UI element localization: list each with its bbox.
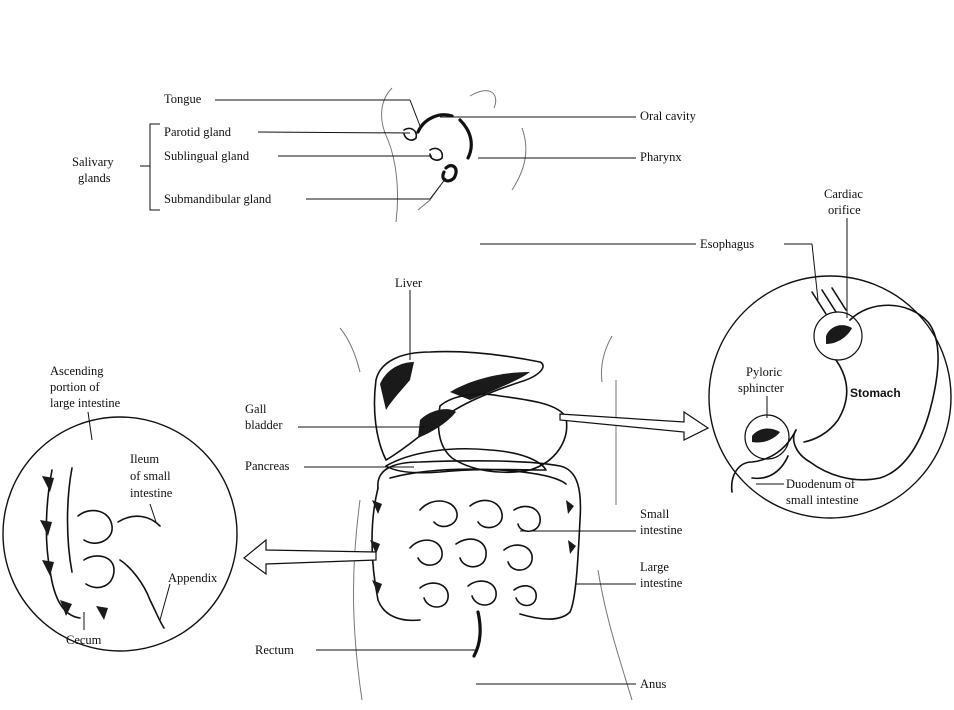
label-ascending-1: Ascending: [50, 364, 104, 378]
parotid-shape: [404, 128, 416, 140]
label-liver: Liver: [395, 276, 423, 290]
label-gall-1: Gall: [245, 402, 267, 416]
label-anus: Anus: [640, 677, 667, 691]
arrow-to-intestine-inset: [244, 540, 376, 574]
label-appendix: Appendix: [168, 571, 218, 585]
oral-cavity-shape: [460, 120, 471, 158]
large-intestine-torso: [370, 461, 580, 621]
label-cardiac-1: Cardiac: [824, 187, 863, 201]
label-ascending-2: portion of: [50, 380, 100, 394]
label-gall-2: bladder: [245, 418, 283, 432]
label-pyloric-2: sphincter: [738, 381, 785, 395]
small-intestine-torso: [410, 500, 540, 607]
label-small-intestine-1: Small: [640, 507, 670, 521]
label-ileum-2: of small: [130, 469, 171, 483]
label-parotid-gland: Parotid gland: [164, 125, 232, 139]
arrow-to-stomach-inset: [560, 412, 708, 440]
label-large-intestine-1: Large: [640, 560, 669, 574]
label-cecum: Cecum: [66, 633, 102, 647]
label-tongue: Tongue: [164, 92, 202, 106]
rectum-shape: [474, 612, 480, 656]
label-large-intestine-2: intestine: [640, 576, 683, 590]
label-duodenum-1: Duodenum of: [786, 477, 856, 491]
submandibular-shape: [443, 166, 456, 181]
head-illustration: [382, 88, 526, 222]
label-small-intestine-2: intestine: [640, 523, 683, 537]
label-pharynx: Pharynx: [640, 150, 682, 164]
liver: [374, 352, 543, 460]
intestine-inset: [3, 412, 237, 651]
label-ascending-3: large intestine: [50, 396, 121, 410]
label-stomach: Stomach: [850, 386, 901, 400]
label-submandibular-gland: Submandibular gland: [164, 192, 272, 206]
label-pyloric-1: Pyloric: [746, 365, 783, 379]
label-ileum-3: intestine: [130, 486, 173, 500]
label-oral-cavity: Oral cavity: [640, 109, 697, 123]
label-salivary-2: glands: [78, 171, 111, 185]
label-salivary-1: Salivary: [72, 155, 114, 169]
label-duodenum-2: small intestine: [786, 493, 859, 507]
label-cardiac-2: orifice: [828, 203, 861, 217]
label-pancreas: Pancreas: [245, 459, 290, 473]
label-sublingual-gland: Sublingual gland: [164, 149, 250, 163]
label-esophagus: Esophagus: [700, 237, 754, 251]
sublingual-shape: [430, 148, 442, 160]
label-rectum: Rectum: [255, 643, 294, 657]
label-ileum-1: Ileum: [130, 452, 159, 466]
